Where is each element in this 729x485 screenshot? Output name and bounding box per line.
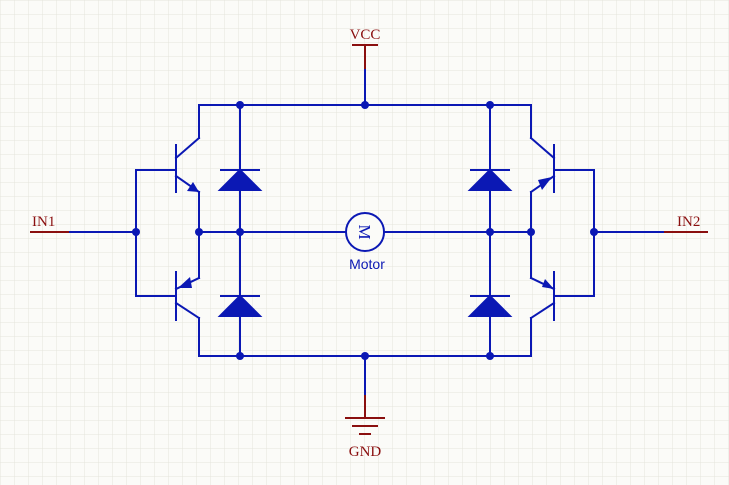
gnd-port: GND xyxy=(345,355,385,460)
in1-net: IN1 xyxy=(30,214,137,233)
diode-d4-icon xyxy=(467,294,513,317)
transistor-q1-icon xyxy=(174,136,201,194)
diode-d1-icon xyxy=(217,168,263,191)
vcc-port: VCC xyxy=(350,27,381,106)
in2-net: IN2 xyxy=(593,214,708,233)
transistor-q3-icon xyxy=(529,136,556,194)
diode-d2-icon xyxy=(217,294,263,317)
transistor-q2-icon xyxy=(174,271,201,321)
in2-label: IN2 xyxy=(677,214,700,230)
vcc-label: VCC xyxy=(350,27,381,43)
diode-d3-icon xyxy=(467,168,513,191)
junctions xyxy=(132,101,598,360)
motor-label: Motor xyxy=(349,256,385,272)
gnd-label: GND xyxy=(349,444,382,460)
motor-icon: M xyxy=(345,212,385,252)
in1-label: IN1 xyxy=(32,214,55,230)
transistor-q4-icon xyxy=(529,271,556,321)
motor-symbol: M xyxy=(355,224,374,239)
